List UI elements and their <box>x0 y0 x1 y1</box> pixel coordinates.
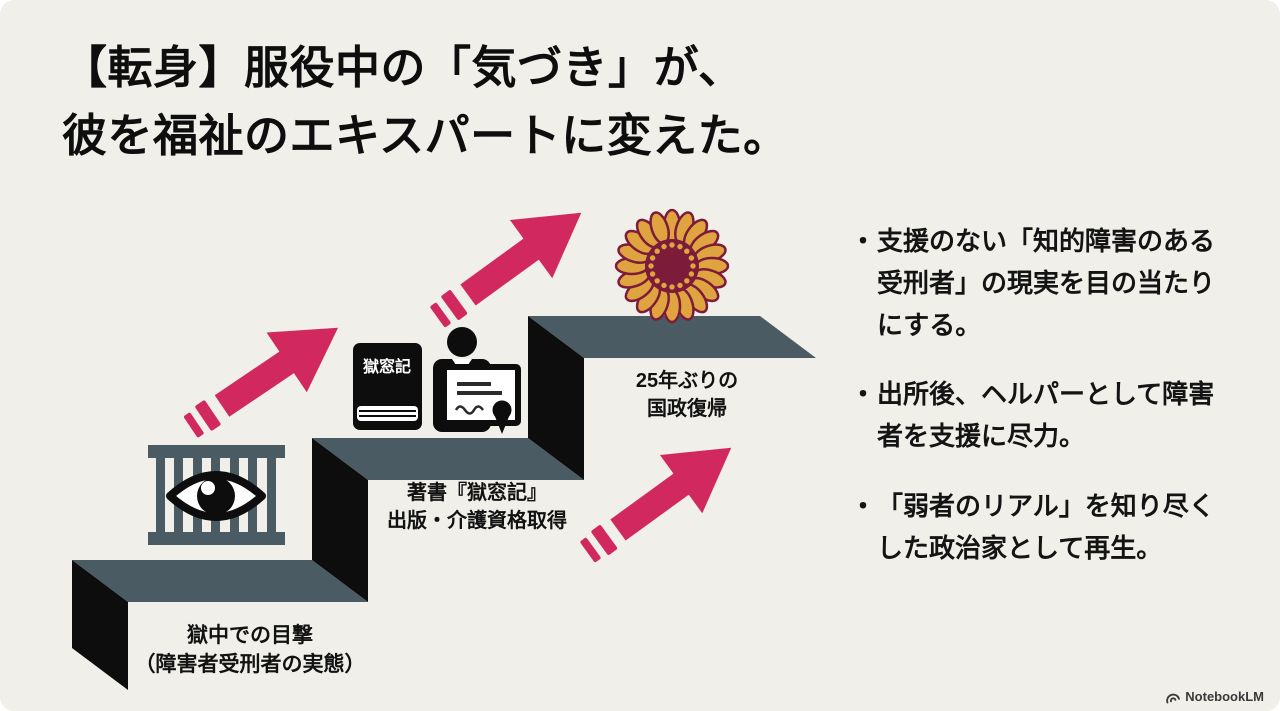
bullet-text-3: 「弱者のリアル」を知り尽くした政治家として再生。 <box>877 490 1215 563</box>
eye-icon <box>166 471 266 521</box>
title-line-2: 彼を福祉のエキスパートに変えた。 <box>62 109 789 161</box>
step3-riser <box>528 316 584 480</box>
list-item: ・ 「弱者のリアル」を知り尽くした政治家として再生。 <box>850 485 1222 569</box>
chrysanthemum-icon <box>614 208 730 324</box>
step3-top-face <box>528 316 816 358</box>
footer-brand-text: NotebookLM <box>1185 689 1264 704</box>
step2-label-line1: 著書『獄窓記』 <box>407 482 547 504</box>
person-with-certificate-icon <box>433 327 521 434</box>
title-line-1: 【転身】服役中の「気づき」が、 <box>62 42 744 93</box>
step2-label-line2: 出版・介護資格取得 <box>387 509 567 532</box>
arrow-up-icon-1 <box>184 327 339 438</box>
book-title-text: 獄窓記 <box>363 357 411 376</box>
step-label-2: 著書『獄窓記』 出版・介護資格取得 <box>346 480 608 535</box>
eye-behind-prison-bars-icon <box>148 445 285 545</box>
bullet-list: ・ 支援のない「知的障害のある受刑者」の現実を目の当たりにする。 ・ 出所後、ヘ… <box>850 220 1222 596</box>
bullet-marker: ・ <box>850 226 877 256</box>
step1-side-face <box>72 560 128 690</box>
footer-brand: NotebookLM <box>1165 689 1264 704</box>
staircase-figure: 獄窓記 <box>72 208 816 690</box>
page-title: 【転身】服役中の「気づき」が、 彼を福祉のエキスパートに変えた。 <box>62 34 882 169</box>
step1-label-line1: 獄中での目撃 <box>187 624 313 647</box>
step2-riser <box>312 438 368 602</box>
bullet-marker: ・ <box>850 490 877 521</box>
step-label-3: 25年ぶりの 国政復帰 <box>584 368 790 423</box>
step1-top-face <box>72 560 368 602</box>
bullet-text-1: 支援のない「知的障害のある受刑者」の現実を目の当たりにする。 <box>877 226 1216 341</box>
step1-label-line2: （障害者受刑者の実態） <box>134 652 366 676</box>
step2-top-face <box>312 438 584 480</box>
list-item: ・ 支援のない「知的障害のある受刑者」の現実を目の当たりにする。 <box>850 220 1222 346</box>
staircase-steps <box>72 316 816 690</box>
step-label-1: 獄中での目撃 （障害者受刑者の実態） <box>80 622 420 680</box>
bullet-marker: ・ <box>850 379 877 410</box>
arrow-up-icon-2 <box>430 212 582 328</box>
arrow-up-icon-3 <box>580 447 732 563</box>
step3-label-line2: 国政復帰 <box>647 397 727 420</box>
step3-label-line1: 25年ぶりの <box>635 370 739 392</box>
book-icon: 獄窓記 <box>353 343 422 430</box>
notebooklm-logo-icon <box>1166 693 1181 703</box>
list-item: ・ 出所後、ヘルパーとして障害者を支援に尽力。 <box>850 373 1222 457</box>
bullet-text-2: 出所後、ヘルパーとして障害者を支援に尽力。 <box>877 379 1215 452</box>
